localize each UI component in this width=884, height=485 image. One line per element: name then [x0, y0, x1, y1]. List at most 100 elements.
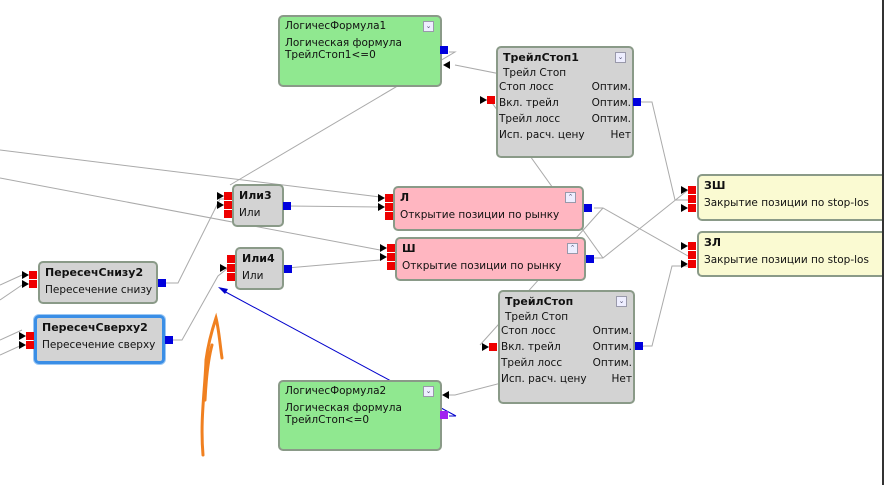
input-pin[interactable]	[227, 273, 235, 281]
input-pin[interactable]	[688, 195, 696, 203]
param-row: Трейл лосс Оптим.	[501, 355, 632, 371]
arrow-icon	[220, 264, 227, 272]
wire	[0, 274, 23, 286]
node-or-3[interactable]: Или3 Или	[232, 184, 284, 227]
node-short[interactable]: Ш ⌃ Открытие позиции по рынку	[395, 237, 586, 281]
input-pin[interactable]	[385, 194, 393, 202]
output-pin-dragging[interactable]	[440, 411, 448, 419]
output-pin[interactable]	[635, 342, 643, 350]
param-row: Исп. расч. цену Нет	[501, 371, 632, 387]
input-pin[interactable]	[29, 280, 37, 288]
expand-icon[interactable]: ⌃	[565, 192, 576, 203]
output-pin[interactable]	[284, 265, 292, 273]
node-type: Логическая формула	[285, 402, 402, 414]
param-name: Вкл. трейл	[501, 341, 561, 353]
input-pin[interactable]	[487, 96, 495, 104]
wire	[0, 149, 381, 198]
input-pin[interactable]	[227, 255, 235, 263]
arrow-icon	[380, 253, 387, 261]
wire	[0, 177, 381, 251]
orange-annotation	[200, 312, 224, 457]
node-title: ЗЛ	[704, 236, 721, 249]
output-pin[interactable]	[165, 336, 173, 344]
input-pin[interactable]	[688, 260, 696, 268]
node-title: ТрейлСтоп	[505, 295, 574, 308]
node-title: ЗШ	[704, 179, 726, 192]
wire	[286, 205, 381, 208]
arrow-icon	[22, 271, 29, 279]
param-name: Стоп лосс	[499, 81, 554, 93]
param-name: Исп. расч. цену	[501, 373, 587, 385]
param-name: Вкл. трейл	[499, 97, 559, 109]
arrow-icon	[217, 201, 224, 209]
arrow-icon	[681, 186, 688, 194]
input-pin[interactable]	[29, 271, 37, 279]
input-pin[interactable]	[385, 212, 393, 220]
input-pin[interactable]	[688, 251, 696, 259]
node-logic-formula-1[interactable]: ЛогичесФормула1 ⌄ Логическая формула Тре…	[278, 15, 442, 87]
collapse-icon[interactable]: ⌄	[615, 52, 626, 63]
input-pin[interactable]	[387, 262, 395, 270]
node-or-4[interactable]: Или4 Или	[235, 247, 284, 290]
arrow-icon	[22, 280, 29, 288]
node-type: Закрытие позиции по stop-los	[704, 197, 869, 209]
node-cross-up-2[interactable]: ПересечСверху2 Пересечение сверху	[34, 315, 165, 364]
input-pin[interactable]	[26, 332, 34, 340]
output-pin[interactable]	[586, 255, 594, 263]
input-pin[interactable]	[224, 210, 232, 218]
input-pin[interactable]	[489, 343, 497, 351]
output-pin[interactable]	[633, 98, 641, 106]
collapse-icon[interactable]: ⌄	[423, 386, 434, 397]
node-title: Или3	[239, 189, 272, 202]
node-close-long[interactable]: ЗЛ Закрытие позиции по stop-los	[697, 231, 884, 277]
node-title: Или4	[242, 252, 275, 265]
node-cross-down-2[interactable]: ПересечСнизу2 Пересечение снизу	[38, 261, 158, 304]
collapse-icon[interactable]: ⌄	[616, 296, 627, 307]
wire	[0, 284, 23, 301]
output-pin[interactable]	[440, 46, 448, 54]
node-type: Пересечение сверху	[42, 339, 156, 351]
wire	[286, 259, 381, 269]
wire	[172, 267, 229, 341]
arrow-icon	[217, 192, 224, 200]
collapse-icon[interactable]: ⌄	[423, 21, 434, 32]
input-pin[interactable]	[387, 244, 395, 252]
node-type: Пересечение снизу	[45, 284, 153, 296]
input-pin[interactable]	[26, 341, 34, 349]
param-name: Стоп лосс	[501, 325, 556, 337]
arrow-icon	[442, 391, 449, 399]
input-pin[interactable]	[688, 204, 696, 212]
input-pin[interactable]	[688, 186, 696, 194]
input-pin[interactable]	[385, 203, 393, 211]
arrow-icon	[681, 242, 688, 250]
param-row: Исп. расч. цену Нет	[499, 127, 631, 143]
param-value: Нет	[611, 373, 632, 385]
input-pin[interactable]	[688, 242, 696, 250]
output-pin[interactable]	[283, 202, 291, 210]
wire	[594, 207, 689, 257]
node-type: Или	[242, 270, 264, 282]
input-pin[interactable]	[227, 264, 235, 272]
output-pin[interactable]	[158, 279, 166, 287]
node-logic-formula-2[interactable]: ЛогичесФормула2 ⌄ Логическая формула Тре…	[278, 380, 442, 451]
param-name: Исп. расч. цену	[499, 129, 585, 141]
node-close-short[interactable]: ЗШ Закрытие позиции по stop-los	[697, 174, 884, 221]
input-pin[interactable]	[224, 201, 232, 209]
param-row: Вкл. трейл Оптим.	[501, 339, 632, 355]
param-name: Трейл лосс	[501, 357, 563, 369]
input-pin[interactable]	[224, 192, 232, 200]
output-pin[interactable]	[584, 204, 592, 212]
param-value: Оптим.	[592, 357, 632, 369]
input-pin[interactable]	[387, 253, 395, 261]
node-type: Или	[239, 207, 261, 219]
node-type: Трейл Стоп	[503, 67, 567, 79]
arrow-icon	[443, 61, 450, 69]
node-long[interactable]: Л ⌃ Открытие позиции по рынку	[393, 186, 584, 231]
param-value: Нет	[610, 129, 631, 141]
expand-icon[interactable]: ⌃	[567, 243, 578, 254]
param-value: Оптим.	[592, 341, 632, 353]
node-title: ЛогичесФормула1	[285, 20, 387, 32]
